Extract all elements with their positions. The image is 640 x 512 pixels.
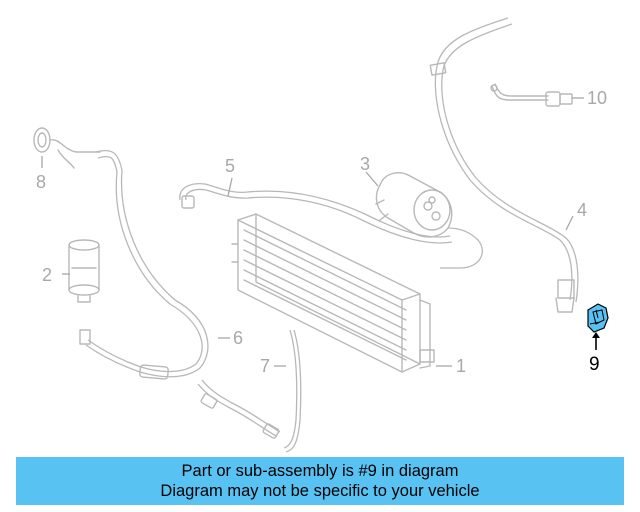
callout-2: 2 bbox=[42, 265, 52, 285]
part-7-tube bbox=[197, 329, 302, 453]
part-8-fitting bbox=[33, 127, 101, 169]
leader-lines bbox=[41, 97, 584, 367]
part-10-switch bbox=[490, 83, 573, 107]
part-9-bracket-highlighted bbox=[587, 303, 609, 350]
info-banner: Part or sub-assembly is #9 in diagram Di… bbox=[16, 457, 624, 505]
part-3-compressor bbox=[375, 172, 483, 269]
banner-line-1: Part or sub-assembly is #9 in diagram bbox=[181, 462, 459, 480]
callout-5: 5 bbox=[225, 156, 235, 176]
parts-diagram: 1 2 3 4 5 6 7 8 9 10 bbox=[33, 17, 609, 453]
part-2-drier bbox=[68, 239, 100, 303]
banner-line-2: Diagram may not be specific to your vehi… bbox=[160, 482, 480, 500]
callout-6: 6 bbox=[233, 328, 243, 348]
callout-7: 7 bbox=[260, 356, 270, 376]
part-5-discharge-hose bbox=[179, 182, 453, 244]
part-1-condenser bbox=[231, 213, 435, 373]
callout-1: 1 bbox=[456, 356, 466, 376]
callout-8: 8 bbox=[36, 172, 46, 192]
part-6-liquid-line bbox=[79, 149, 209, 380]
callout-9: 9 bbox=[589, 354, 600, 375]
callout-3: 3 bbox=[360, 154, 370, 174]
callout-4: 4 bbox=[577, 200, 587, 220]
callout-10: 10 bbox=[587, 88, 607, 108]
part-4-suction-hose bbox=[429, 17, 579, 313]
